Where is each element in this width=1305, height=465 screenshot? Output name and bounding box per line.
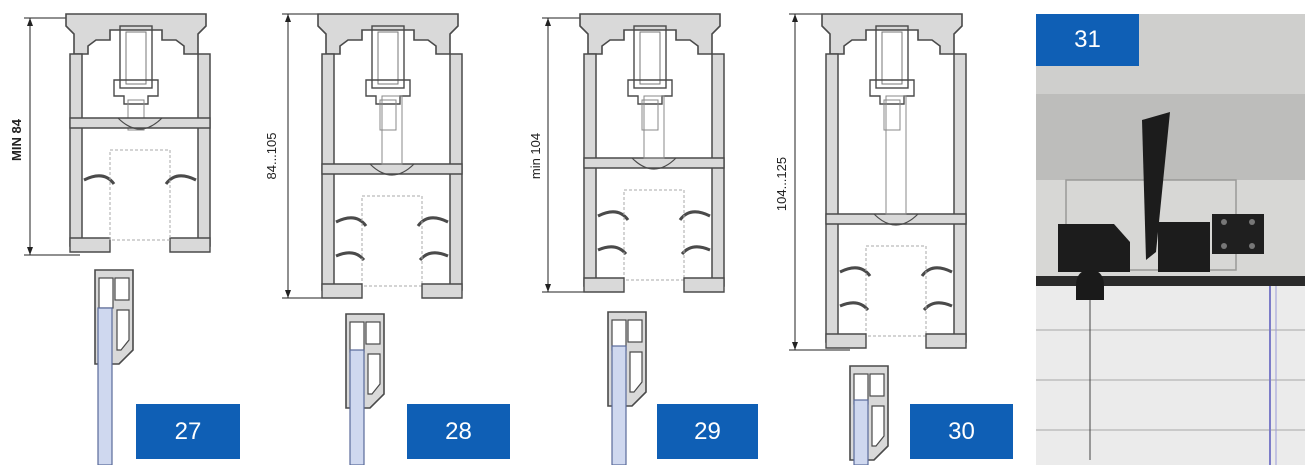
- figure-badge-29: 29: [657, 404, 758, 459]
- figure-badge-28: 28: [407, 404, 510, 459]
- profile-drawing-30: [789, 13, 967, 465]
- figure-badge-27: 27: [136, 404, 240, 459]
- figure-badge-31: 31: [1036, 14, 1139, 66]
- profile-drawing-29: [542, 13, 725, 465]
- figure-badge-30: 30: [910, 404, 1013, 459]
- profile-drawing-28: [282, 13, 463, 465]
- installation-photo: [1036, 14, 1305, 465]
- profile-drawing-27: [24, 13, 211, 465]
